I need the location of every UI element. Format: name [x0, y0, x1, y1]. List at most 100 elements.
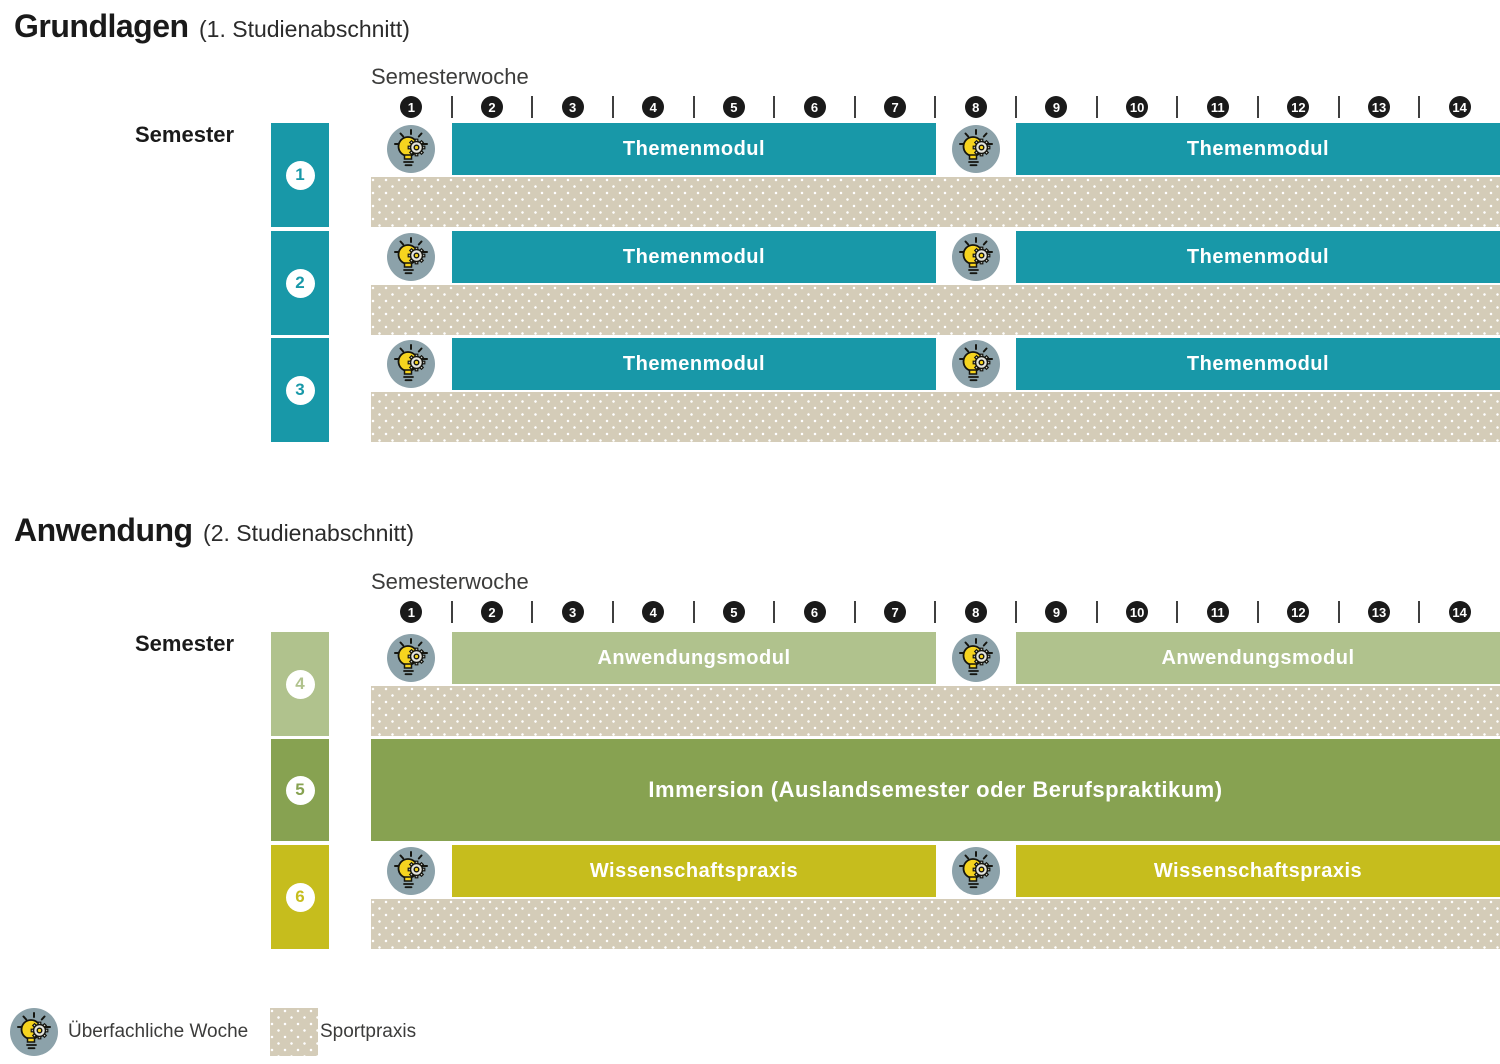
week-slot: 5	[694, 601, 776, 623]
week-slot: 11	[1177, 96, 1260, 118]
week-slot: 14	[1419, 96, 1500, 118]
week-slot: 8	[935, 601, 1018, 623]
week-number: 7	[884, 96, 907, 118]
week-number: 7	[884, 601, 907, 623]
ueberfachliche-woche-icon	[387, 233, 435, 281]
ueberfachliche-woche-icon	[952, 340, 1000, 388]
immersion-bar: Immersion (Auslandsemester oder Berufspr…	[371, 739, 1500, 841]
week-slot: 3	[532, 601, 614, 623]
week-slot: 6	[774, 601, 856, 623]
week-slot: 3	[532, 96, 614, 118]
week-tick	[1257, 96, 1260, 118]
week-number: 6	[803, 601, 826, 623]
module-bar-label: Themenmodul	[1186, 352, 1330, 375]
semester-number: 4	[285, 669, 315, 699]
module-bar-label: Anwendungsmodul	[1161, 646, 1355, 669]
week-tick	[450, 601, 453, 623]
module-bar: Anwendungsmodul	[1016, 632, 1500, 684]
ueberfachliche-woche-icon	[952, 634, 1000, 682]
sportpraxis-bar	[371, 177, 1500, 227]
week-slot: 9	[1016, 601, 1098, 623]
week-tick	[1015, 96, 1018, 118]
week-slot: 14	[1419, 601, 1500, 623]
week-tick	[934, 601, 937, 623]
section-title-text: Anwendung	[14, 512, 193, 548]
week-tick	[531, 601, 534, 623]
week-number: 4	[642, 601, 665, 623]
sportpraxis-bar	[371, 392, 1500, 442]
sportpraxis-bar	[371, 285, 1500, 335]
semester-block-2: 2	[271, 231, 329, 335]
semester-number: 5	[285, 775, 315, 805]
semester-number: 3	[285, 375, 315, 405]
week-slot: 2	[452, 601, 534, 623]
week-number: 8	[964, 601, 987, 623]
week-number: 12	[1287, 601, 1310, 623]
module-bar: Wissenschaftspraxis	[452, 845, 936, 897]
week-slot: 8	[935, 96, 1018, 118]
module-bar-label: Wissenschaftspraxis	[589, 859, 799, 882]
week-tick	[1257, 601, 1260, 623]
semester-number: 6	[285, 882, 315, 912]
week-tick	[611, 601, 614, 623]
week-number: 2	[480, 601, 503, 623]
semester-number: 2	[285, 268, 315, 298]
module-bar: Themenmodul	[452, 123, 936, 175]
legend-label-sportpraxis: Sportpraxis	[320, 1021, 417, 1042]
week-tick	[773, 96, 776, 118]
semester-block-3: 3	[271, 338, 329, 442]
module-bar-label: Themenmodul	[622, 352, 766, 375]
module-bar-label: Themenmodul	[1186, 245, 1330, 268]
week-tick	[1015, 601, 1018, 623]
module-bar: Themenmodul	[452, 231, 936, 283]
week-tick	[934, 96, 937, 118]
week-number: 2	[480, 96, 503, 118]
module-bar: Themenmodul	[1016, 123, 1500, 175]
week-number: 4	[642, 96, 665, 118]
legend-label-ueberfachliche-woche: Überfachliche Woche	[68, 1021, 249, 1042]
week-tick	[1095, 96, 1098, 118]
section-title-text: Grundlagen	[14, 8, 189, 44]
section-subtitle-text: (2. Studienabschnitt)	[203, 520, 414, 546]
week-tick	[611, 96, 614, 118]
week-number: 9	[1045, 601, 1068, 623]
week-number: 5	[722, 96, 745, 118]
module-bar: Themenmodul	[452, 338, 936, 390]
section-title-anwendung: Anwendung (2. Studienabschnitt)	[14, 512, 414, 549]
semester-block-5: 5	[271, 739, 329, 841]
week-slot: 2	[452, 96, 534, 118]
week-tick	[692, 96, 695, 118]
semester-block-6: 6	[271, 845, 329, 949]
week-slot: 4	[613, 601, 695, 623]
week-number: 5	[722, 601, 745, 623]
module-bar-label: Wissenschaftspraxis	[1153, 859, 1363, 882]
week-slot: 11	[1177, 601, 1260, 623]
week-number: 1	[400, 601, 423, 623]
week-number: 10	[1126, 601, 1149, 623]
week-number: 11	[1206, 601, 1229, 623]
week-tick	[692, 601, 695, 623]
module-bar: Wissenschaftspraxis	[1016, 845, 1500, 897]
week-slot: 7	[855, 96, 937, 118]
sportpraxis-bar	[371, 686, 1500, 736]
week-slot: 7	[855, 601, 937, 623]
week-slot: 1	[371, 601, 453, 623]
week-number: 8	[964, 96, 987, 118]
week-number: 10	[1126, 96, 1149, 118]
ueberfachliche-woche-icon	[387, 125, 435, 173]
semester-caption: Semester	[135, 631, 235, 656]
week-tick	[531, 96, 534, 118]
week-number: 9	[1045, 96, 1068, 118]
week-slot: 10	[1097, 601, 1179, 623]
section-title-grundlagen: Grundlagen (1. Studienabschnitt)	[14, 8, 410, 45]
week-slot: 10	[1097, 96, 1179, 118]
ueberfachliche-woche-icon	[952, 233, 1000, 281]
week-number: 14	[1448, 96, 1471, 118]
semester-caption: Semester	[135, 122, 235, 147]
week-tick	[1418, 601, 1421, 623]
week-slot: 12	[1258, 96, 1340, 118]
module-bar-label: Themenmodul	[622, 137, 766, 160]
